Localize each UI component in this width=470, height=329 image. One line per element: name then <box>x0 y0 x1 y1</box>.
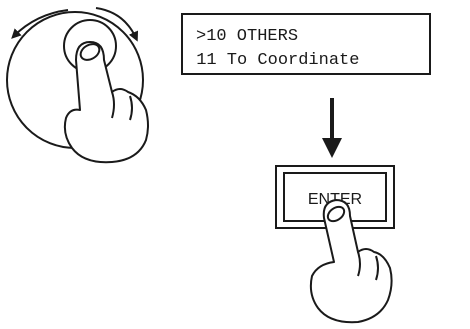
lcd-display: >10 OTHERS 11 To Coordinate <box>181 13 431 75</box>
hand-pressing-icon <box>309 199 393 324</box>
arrow-down-icon <box>322 98 342 158</box>
rotate-right-arrow-icon <box>95 7 139 42</box>
rotate-left-arrow-icon <box>11 9 69 39</box>
display-line-2: 11 To Coordinate <box>186 51 359 70</box>
hand-pointer-icon <box>63 41 149 164</box>
display-line-1: >10 OTHERS <box>196 27 298 46</box>
enter-key[interactable]: ENTER <box>275 165 395 229</box>
